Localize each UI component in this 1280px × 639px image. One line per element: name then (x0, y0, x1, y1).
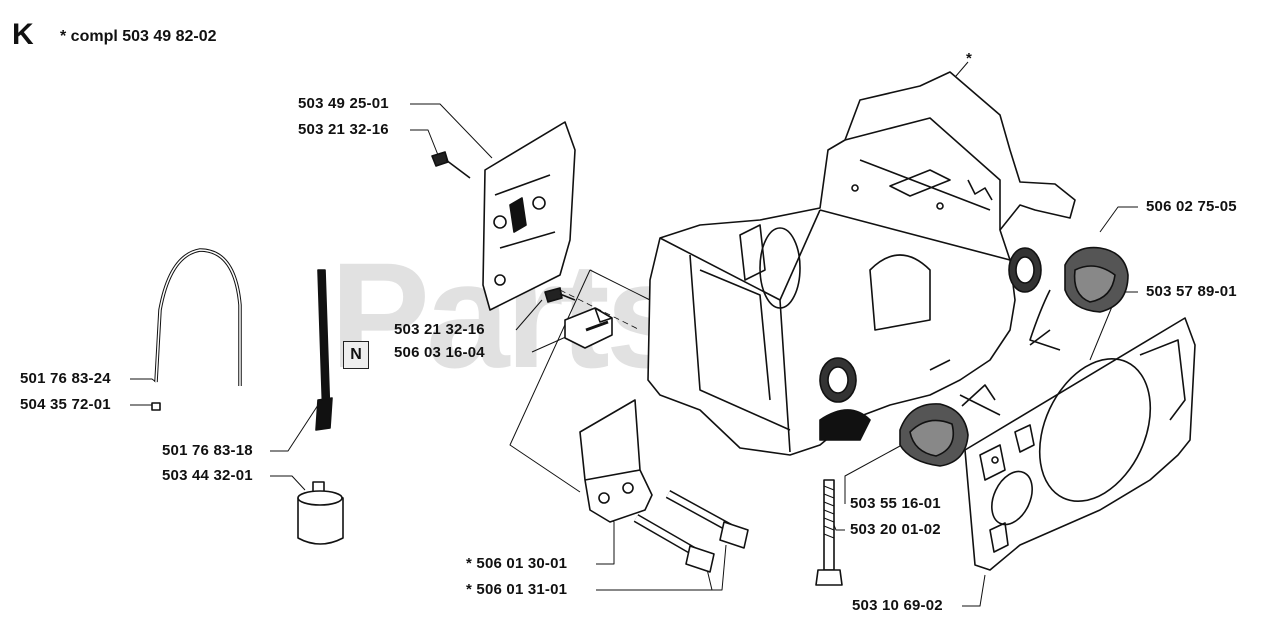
side-cover-plate (964, 317, 1196, 571)
main-housing (647, 71, 1076, 456)
alignment-line (559, 289, 641, 331)
part-label-housing-asterisk[interactable]: * (966, 50, 973, 67)
bolt-lower (633, 514, 715, 573)
part-label-503-21-32-16-a[interactable]: 503 21 32-16 (298, 121, 389, 138)
part-label-503-20-01-02[interactable]: 503 20 01-02 (850, 521, 941, 538)
hose-clip (151, 402, 161, 411)
fuel-hose (154, 248, 242, 386)
chain-catcher-bracket (579, 399, 653, 523)
av-mount-right (1029, 246, 1129, 351)
part-label-503-10-69-02[interactable]: 503 10 69-02 (852, 597, 943, 614)
part-label-501-76-83-24[interactable]: 501 76 83-24 (20, 370, 111, 387)
guide-plate (482, 121, 576, 311)
part-label-503-44-32-01[interactable]: 503 44 32-01 (162, 467, 253, 484)
av-mount-lower (899, 384, 1001, 467)
part-label-503-57-89-01[interactable]: 503 57 89-01 (1146, 283, 1237, 300)
section-note: * compl 503 49 82-02 (60, 28, 217, 45)
part-label-503-21-32-16-b[interactable]: 503 21 32-16 (394, 321, 485, 338)
part-label-506-01-30-01[interactable]: * 506 01 30-01 (466, 555, 568, 572)
part-label-506-01-31-01[interactable]: * 506 01 31-01 (466, 581, 568, 598)
plate-screw (431, 151, 471, 179)
new-part-marker: N (343, 341, 369, 369)
fuel-tube (315, 269, 333, 431)
part-label-501-76-83-18[interactable]: 501 76 83-18 (162, 442, 253, 459)
part-label-506-03-16-04[interactable]: 506 03 16-04 (394, 344, 485, 361)
bracket-screw (544, 287, 613, 349)
part-label-506-02-75-05[interactable]: 506 02 75-05 (1146, 198, 1237, 215)
fuel-filter (297, 481, 344, 545)
part-label-503-55-16-01[interactable]: 503 55 16-01 (850, 495, 941, 512)
part-label-503-49-25-01[interactable]: 503 49 25-01 (298, 95, 389, 112)
part-label-504-35-72-01[interactable]: 504 35 72-01 (20, 396, 111, 413)
bolt-upper (665, 490, 749, 549)
long-bolt (815, 479, 843, 586)
section-letter: K (12, 18, 34, 51)
